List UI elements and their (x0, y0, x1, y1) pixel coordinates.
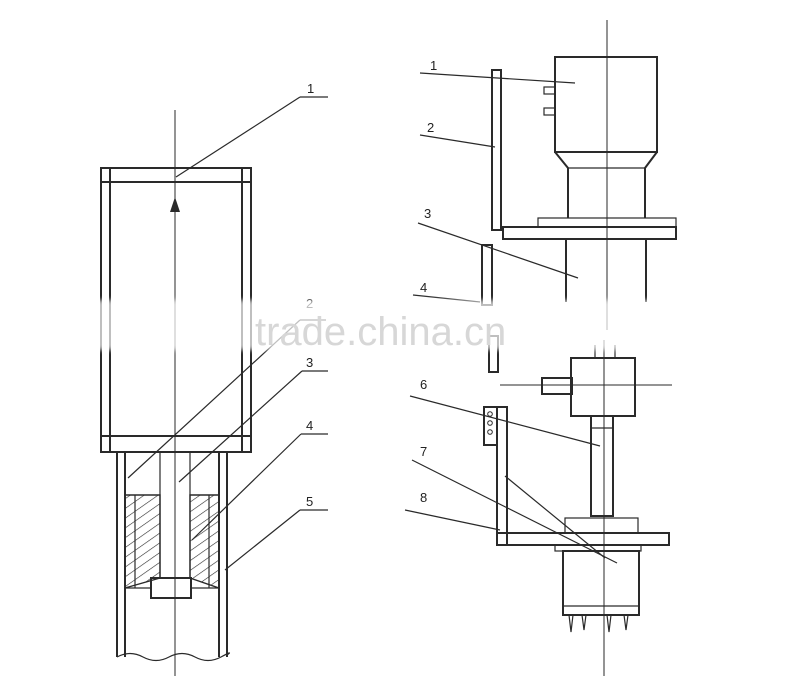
left-label-3: 3 (306, 355, 313, 370)
upper-flange (502, 217, 677, 240)
wedge-left (124, 494, 161, 589)
lower-tube (116, 451, 231, 662)
watermark-band: trade.china.cn (60, 300, 700, 354)
left-label-4: 4 (306, 418, 313, 433)
wedge-right (189, 494, 220, 589)
left-figure: 1 2 3 4 5 (100, 81, 328, 676)
drive-shaft (590, 415, 614, 517)
right-label-2: 2 (427, 120, 434, 135)
right-label-7: 7 (420, 444, 427, 459)
bottom-nut (150, 577, 192, 599)
left-leaders (127, 96, 328, 571)
motor-housing (543, 56, 658, 218)
right-label-4: 4 (420, 280, 427, 295)
right-label-1: 1 (430, 58, 437, 73)
right-label-8: 8 (420, 490, 427, 505)
upper-shaft-body (565, 239, 647, 302)
side-bracket (483, 406, 508, 546)
right-label-3: 3 (424, 206, 431, 221)
watermark-text: trade.china.cn (255, 310, 506, 354)
right-figure: 1 2 3 4 6 7 8 (404, 20, 677, 676)
left-label-5: 5 (306, 494, 313, 509)
coupling-block (500, 345, 672, 417)
flow-arrow-icon (170, 197, 180, 212)
left-label-1: 1 (307, 81, 314, 96)
right-label-6: 6 (420, 377, 427, 392)
drill-head (562, 550, 640, 633)
